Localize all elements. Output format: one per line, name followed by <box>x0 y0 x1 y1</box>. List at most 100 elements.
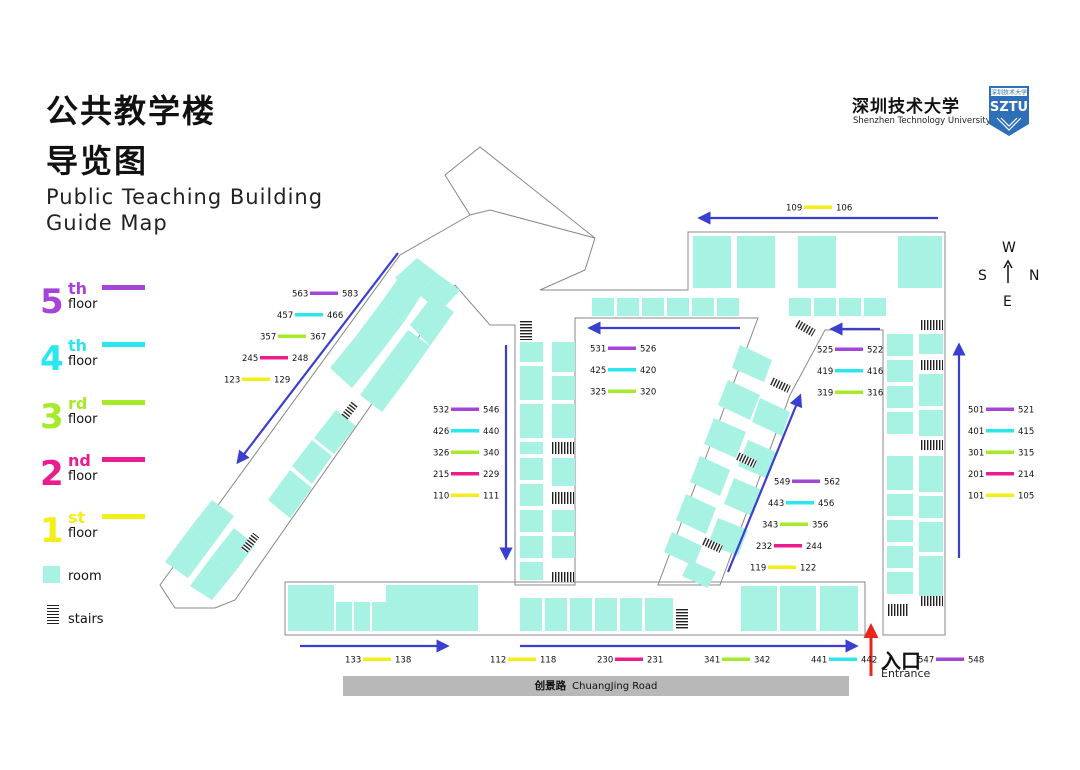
legend-floor-suffix: th <box>68 336 88 355</box>
stairs-marker <box>552 572 574 582</box>
stairs-legend-label: stairs <box>68 612 104 627</box>
legend-floor-color-bar <box>102 514 145 519</box>
room-range-central_left-floor-2: 215 229 <box>433 470 499 480</box>
outline-main <box>159 146 946 636</box>
room-range-end: 416 <box>867 367 883 377</box>
room-range-end: 316 <box>867 389 883 399</box>
rooms-diagonal <box>664 345 790 588</box>
room-range-floor-bar <box>608 389 636 393</box>
room-range-start: 563 <box>292 290 308 300</box>
room-range-start: 109 <box>786 204 802 214</box>
legend-floor-suffix: st <box>68 508 86 527</box>
room-range-east_right-floor-3: 301 315 <box>968 449 1034 459</box>
room-range-west_wing-floor-5: 563 583 <box>292 290 358 300</box>
stairs-marker <box>520 320 532 340</box>
room-range-start: 319 <box>817 389 833 399</box>
arrow-diagonal <box>726 393 803 573</box>
room-range-end: 367 <box>310 333 326 343</box>
badge-chinese-text: 深圳技术大学 <box>991 89 1027 97</box>
room-range-start: 301 <box>968 449 984 459</box>
room-range-end: 440 <box>483 427 499 437</box>
room-range-start: 119 <box>750 564 766 574</box>
room-range-floor-bar <box>774 544 802 548</box>
room-range-floor-bar <box>451 429 479 433</box>
road-name-chinese: 创景路 <box>534 680 567 692</box>
stairs-marker <box>552 442 574 454</box>
room-range-diagonal-floor-1: 119 122 <box>750 564 816 574</box>
rooms-group <box>165 236 943 631</box>
room-range-end: 106 <box>836 204 852 214</box>
stairs-marker <box>921 360 943 370</box>
room-range-start: 112 <box>490 656 506 666</box>
room-range-start: 215 <box>433 470 449 480</box>
room-range-floor-bar <box>260 356 288 360</box>
room-range-floor-bar <box>986 472 1014 476</box>
room-range-north_top-floor-1: 109 106 <box>786 204 852 214</box>
stairs-marker <box>552 492 574 504</box>
room-range-floor-bar <box>242 377 270 381</box>
compass-east: E <box>1003 294 1012 310</box>
legend-floor-word: floor <box>68 354 98 369</box>
room-range-floor-bar <box>786 501 814 505</box>
room-range-start: 123 <box>224 376 240 386</box>
legend-floor-word: floor <box>68 469 98 484</box>
room-range-start: 325 <box>590 388 606 398</box>
rooms-west-wing <box>165 258 460 600</box>
room-range-floor-bar <box>363 657 391 661</box>
room-range-floor-bar <box>451 407 479 411</box>
room-range-end: 583 <box>342 290 358 300</box>
stairs-marker <box>769 377 791 393</box>
room-range-end: 229 <box>483 470 499 480</box>
room-swatch <box>43 566 60 583</box>
room-range-end: 342 <box>754 656 770 666</box>
room-range-end: 231 <box>647 656 663 666</box>
rooms-south-block <box>288 585 858 631</box>
room-range-floor-bar <box>278 334 306 338</box>
rooms-east-columns <box>887 334 943 596</box>
room-range-end: 562 <box>824 478 840 488</box>
room-range-start: 245 <box>242 354 258 364</box>
room-range-end: 315 <box>1018 449 1034 459</box>
stairs-marker <box>341 400 359 420</box>
legend-floor-color-bar <box>102 285 145 290</box>
room-range-floor-bar <box>722 657 750 661</box>
room-range-end: 138 <box>395 656 411 666</box>
legend-floor-word: floor <box>68 526 98 541</box>
legend-floor-number: 1 <box>40 511 64 551</box>
title-english-line1: Public Teaching Building <box>46 185 324 209</box>
room-range-start: 441 <box>811 656 827 666</box>
room-range-end: 456 <box>818 499 834 509</box>
stairs-marker <box>240 532 260 554</box>
room-range-floor-bar <box>986 450 1014 454</box>
room-range-floor-bar <box>780 522 808 526</box>
title-chinese-line2: 导览图 <box>46 142 149 180</box>
room-range-end: 521 <box>1018 406 1034 416</box>
room-range-end: 122 <box>800 564 816 574</box>
room-range-start: 101 <box>968 492 984 502</box>
road-name-english: ChuangJing Road <box>572 681 658 692</box>
room-range-start: 501 <box>968 406 984 416</box>
room-range-start: 232 <box>756 542 772 552</box>
legend-floor-number: 5 <box>40 282 64 322</box>
university-name-chinese: 深圳技术大学 <box>852 97 960 117</box>
university-logo-badge: 深圳技术大学 SZTU <box>989 86 1029 136</box>
legend-floor-number: 3 <box>40 397 64 437</box>
navigation-arrows <box>236 211 966 653</box>
room-range-start: 230 <box>597 656 613 666</box>
room-range-end: 522 <box>867 346 883 356</box>
room-range-floor-bar <box>792 479 820 483</box>
room-range-start: 110 <box>433 492 449 502</box>
